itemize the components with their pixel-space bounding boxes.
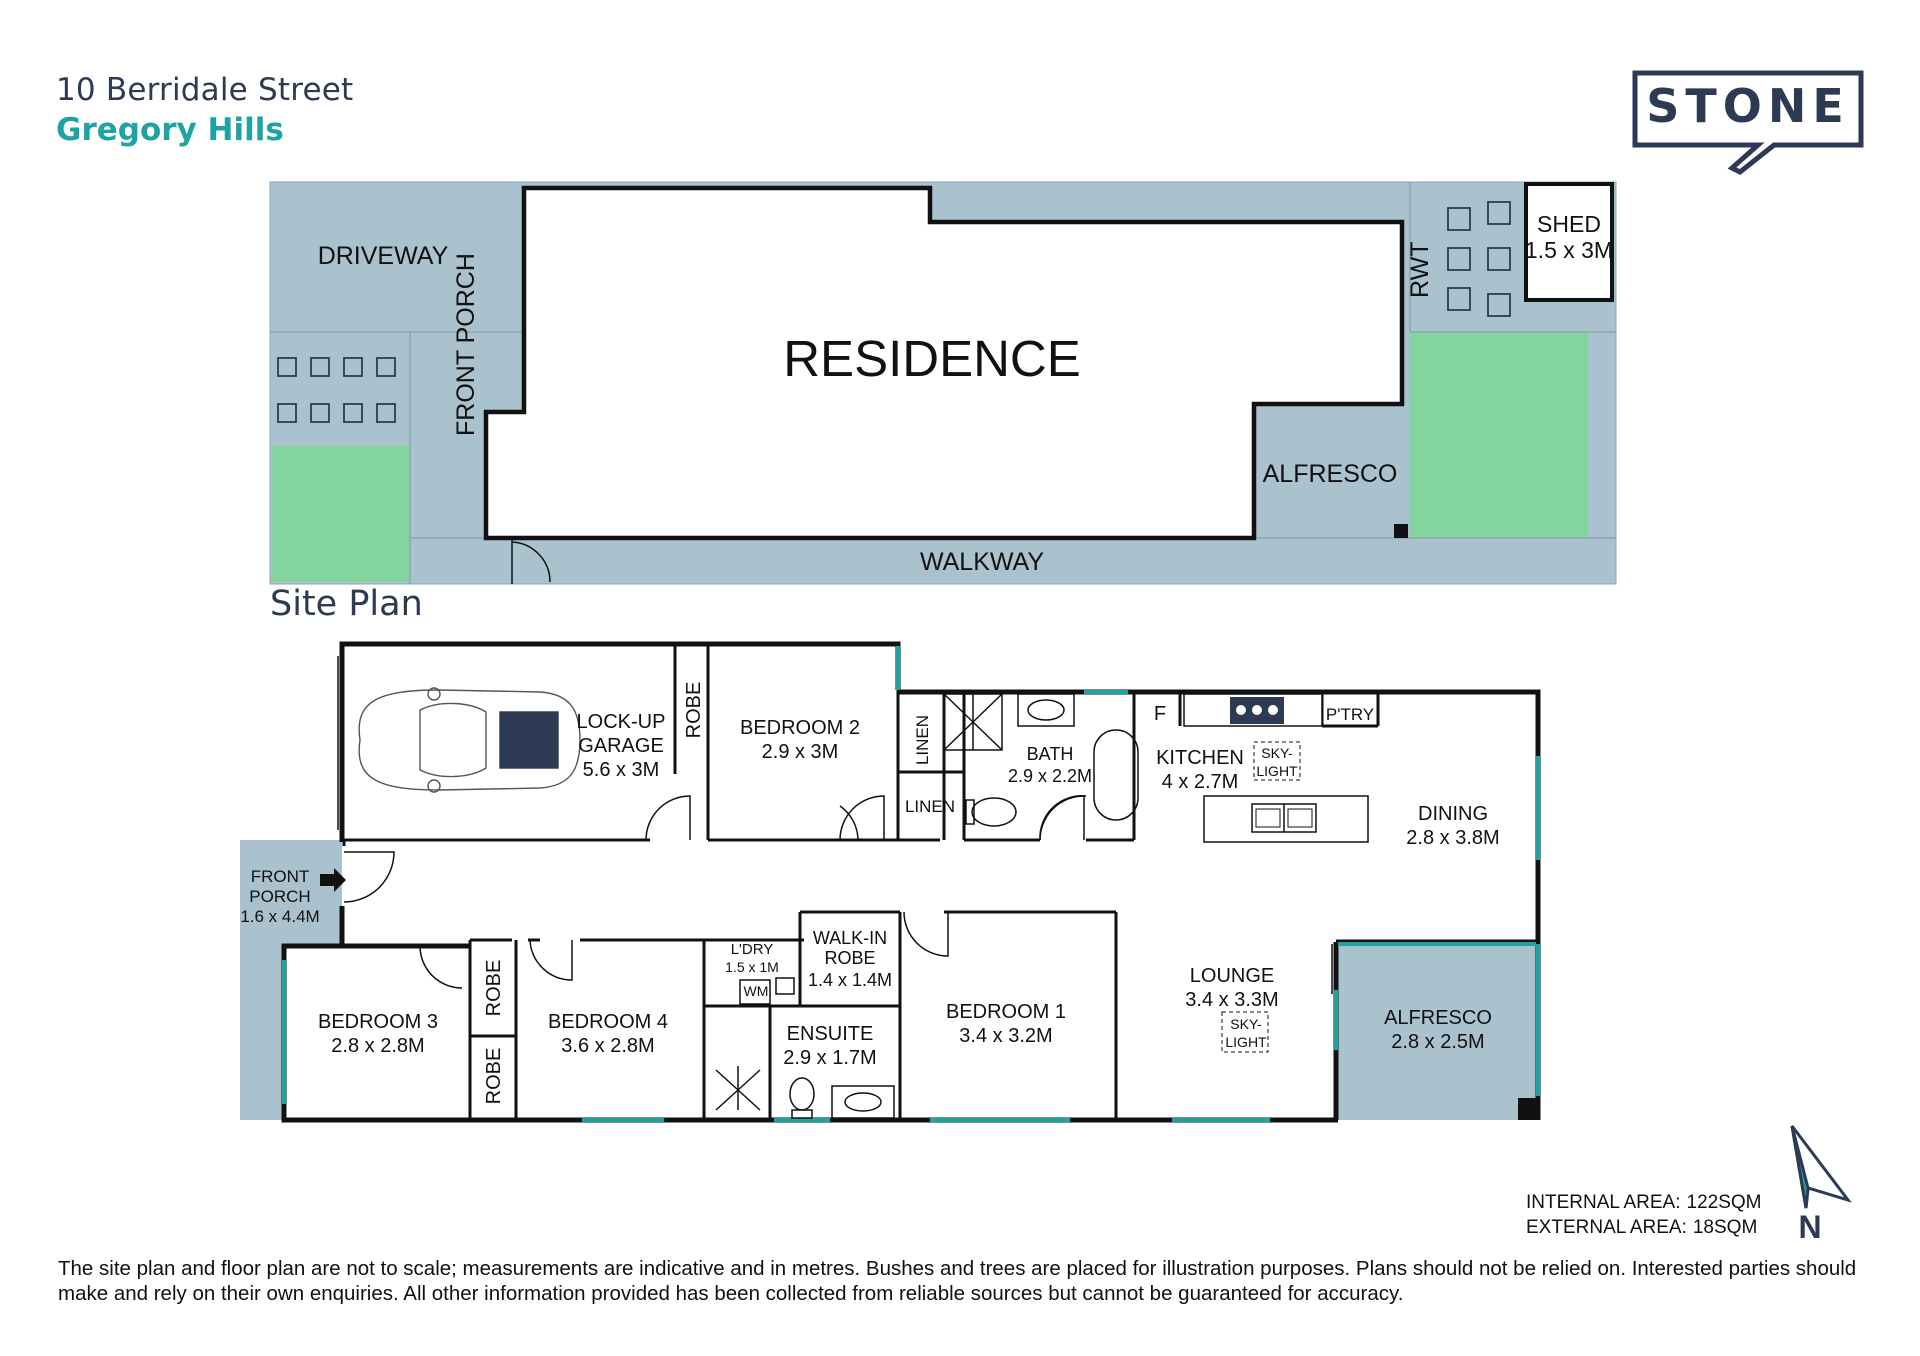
driveway-label: DRIVEWAY (318, 242, 449, 270)
bedroom1-label: BEDROOM 1 (946, 1001, 1066, 1023)
porch-size: 1.6 x 4.4M (240, 907, 319, 926)
kitchen-fixtures (1183, 693, 1369, 1053)
residence-label: RESIDENCE (783, 330, 1081, 387)
garage-label-1: LOCK-UP (577, 711, 666, 733)
stone-logo: STONE (1632, 70, 1864, 175)
shed-size: 1.5 x 3M (1525, 237, 1613, 263)
entry-arrow-icon (320, 868, 346, 892)
site-plan: DRIVEWAY RESIDENCE FRONT PORCH RWT SHED … (269, 181, 1617, 585)
shed-label: SHED (1537, 211, 1601, 237)
bedroom-robe-label-2: ROBE (483, 1048, 505, 1105)
alfresco-size: 2.8 x 2.5M (1391, 1031, 1484, 1053)
bedroom3-size: 2.8 x 2.8M (331, 1035, 424, 1057)
lounge-label: LOUNGE (1190, 965, 1274, 987)
logo-text: STONE (1646, 79, 1850, 133)
linen-label-vertical: LINEN (913, 715, 932, 765)
property-address: 10 Berridale Street Gregory Hills (56, 72, 353, 148)
bedroom1-size: 3.4 x 3.2M (959, 1025, 1052, 1047)
garage-size: 5.6 x 3M (583, 759, 660, 781)
walkin-size: 1.4 x 1.4M (808, 970, 892, 990)
walkway-label: WALKWAY (920, 548, 1044, 576)
internal-area-label: INTERNAL AREA: (1526, 1192, 1681, 1213)
pantry-label: P'TRY (1326, 705, 1374, 724)
rwt-label: RWT (1406, 242, 1434, 298)
external-area-row: EXTERNAL AREA:18SQM (1526, 1215, 1762, 1240)
interior-walls (342, 644, 1380, 1120)
laundry-label: L'DRY (731, 941, 774, 958)
fridge-label: F (1154, 703, 1166, 725)
bedroom-robe-label-1: ROBE (483, 960, 505, 1017)
wm-label: WM (744, 983, 769, 999)
walkin-label-2: ROBE (824, 948, 875, 968)
bathtub-icon (1093, 729, 1139, 821)
north-label: N (1798, 1209, 1821, 1242)
bedroom3-label: BEDROOM 3 (318, 1011, 438, 1033)
disclaimer-text: The site plan and floor plan are not to … (58, 1257, 1857, 1305)
lounge-skylight-1: SKY- (1230, 1016, 1262, 1032)
front-pavers (277, 357, 396, 423)
bath-size: 2.9 x 2.2M (1008, 766, 1092, 786)
external-area-value: 18SQM (1692, 1217, 1758, 1238)
kitchen-size: 4 x 2.7M (1162, 771, 1239, 793)
door-swings (337, 656, 1333, 994)
ensuite-fixtures (715, 977, 895, 1119)
north-arrow-icon: N (1790, 1125, 1852, 1242)
internal-area-row: INTERNAL AREA:122SQM (1526, 1190, 1762, 1215)
bedroom4-label: BEDROOM 4 (548, 1011, 668, 1033)
lounge-size: 3.4 x 3.3M (1185, 989, 1278, 1011)
garage-robe-label: ROBE (683, 682, 705, 739)
site-plan-title: Site Plan (270, 584, 423, 624)
kitchen-island (1203, 795, 1369, 843)
area-summary: INTERNAL AREA:122SQM EXTERNAL AREA:18SQM (1526, 1190, 1762, 1240)
front-lawn (272, 446, 410, 582)
lounge-skylight-2: LIGHT (1225, 1034, 1267, 1050)
alfresco-label: ALFRESCO (1384, 1007, 1492, 1029)
floor-plan: LOCK-UP GARAGE 5.6 x 3M ROBE BEDROOM 2 2… (240, 641, 1541, 1123)
rear-lawn (1410, 332, 1588, 538)
toilet-icon (971, 797, 1017, 827)
site-front-porch-label: FRONT PORCH (452, 253, 480, 436)
ensuite-basin-icon (844, 1092, 882, 1112)
bedroom4-size: 3.6 x 2.8M (561, 1035, 654, 1057)
suburb-name: Gregory Hills (56, 112, 284, 148)
bath-label: BATH (1027, 744, 1074, 764)
laundry-size: 1.5 x 1M (725, 959, 779, 975)
ensuite-label: ENSUITE (787, 1023, 874, 1045)
ensuite-toilet-icon (789, 1077, 815, 1111)
ensuite-size: 2.9 x 1.7M (783, 1047, 876, 1069)
kitchen-label: KITCHEN (1156, 747, 1244, 769)
kitchen-skylight-1: SKY- (1261, 745, 1293, 761)
kitchen-skylight (1253, 741, 1301, 781)
porch-label-1: FRONT (251, 867, 310, 886)
windows (282, 646, 1540, 1122)
alfresco-area (1336, 942, 1538, 1120)
external-area-label: EXTERNAL AREA: (1526, 1217, 1687, 1238)
dining-size: 2.8 x 3.8M (1406, 827, 1499, 849)
bedroom2-label: BEDROOM 2 (740, 717, 860, 739)
walkin-label-1: WALK-IN (813, 928, 887, 948)
kitchen-skylight-2: LIGHT (1256, 763, 1298, 779)
residence-outline (483, 185, 1405, 541)
garage-label-2: GARAGE (578, 735, 664, 757)
porch-label-2: PORCH (249, 887, 310, 906)
linen-label: LINEN (905, 797, 955, 816)
street-name: 10 Berridale Street (56, 72, 354, 108)
car-icon (358, 687, 581, 793)
laundry-tub-icon (775, 977, 795, 995)
lounge-skylight (1221, 1011, 1269, 1053)
bath-fixtures (943, 693, 1139, 827)
dining-label: DINING (1418, 803, 1488, 825)
bedroom2-size: 2.9 x 3M (762, 741, 839, 763)
site-alfresco-label: ALFRESCO (1263, 460, 1398, 488)
internal-area-value: 122SQM (1686, 1192, 1762, 1213)
rear-pavers (1447, 201, 1511, 317)
shed (1524, 182, 1614, 302)
